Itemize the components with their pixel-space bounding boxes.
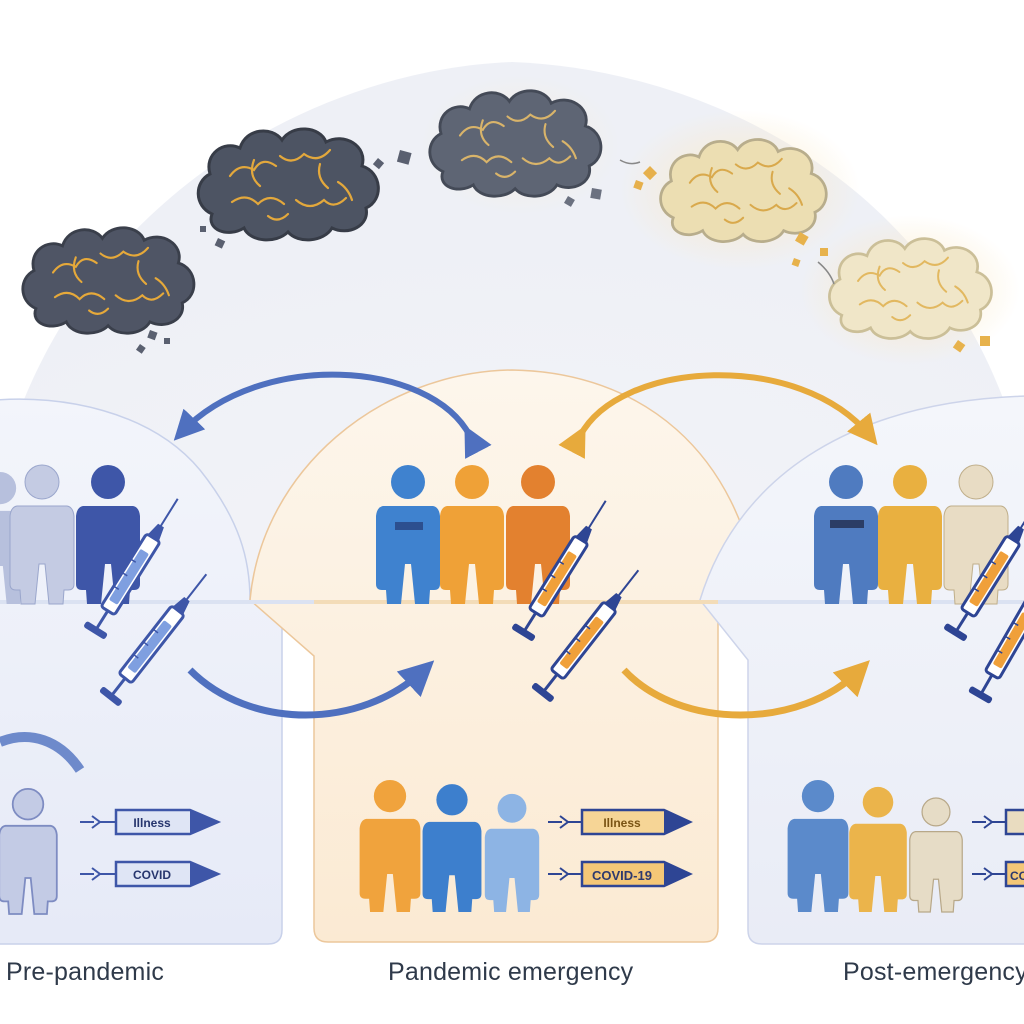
- phase-label-post-emergency: Post-emergency: [843, 958, 1024, 986]
- ground-line: [314, 600, 718, 604]
- brain-cloud-icon: [659, 138, 828, 243]
- belt: [395, 522, 423, 530]
- belt: [830, 520, 864, 528]
- brain-cloud-icon: [21, 226, 196, 335]
- partial-ring: [0, 732, 85, 773]
- vaccine-label-pre-bottom: COVID: [133, 868, 171, 882]
- fragments: [135, 150, 990, 354]
- phase-label-pandemic-emergency: Pandemic emergency: [388, 958, 634, 986]
- brain-cloud-icon: [828, 237, 993, 340]
- brain-cloud-icon: [196, 127, 380, 242]
- vaccine-vial-icon: Illness: [548, 808, 693, 836]
- brain-cloud-icon: [428, 89, 603, 198]
- vaccine-label-pan-top: Illness: [603, 816, 641, 830]
- curved-arrow-icon: [621, 660, 870, 719]
- vaccine-label-pan-bottom: COVID-19: [592, 868, 652, 883]
- vaccine-vial-icon: CO: [972, 860, 1024, 888]
- connector-line: [619, 159, 641, 165]
- vaccine-label-post-bottom: CO: [1010, 869, 1024, 883]
- vaccine-vial-icon: COVID-19: [548, 860, 693, 888]
- phase-label-pre-pandemic: Pre-pandemic: [6, 958, 165, 986]
- curved-arrow-icon: [187, 660, 435, 719]
- curved-arrow-icon: [558, 372, 878, 459]
- vaccine-label-pre-top: Illness: [133, 816, 171, 830]
- vaccine-vial-icon: Illness: [80, 808, 222, 836]
- curved-arrow-icon: [173, 371, 492, 459]
- vaccine-vial-icon: COVID: [80, 860, 222, 888]
- connector-line: [817, 261, 835, 285]
- vaccine-vial-icon: [972, 808, 1024, 836]
